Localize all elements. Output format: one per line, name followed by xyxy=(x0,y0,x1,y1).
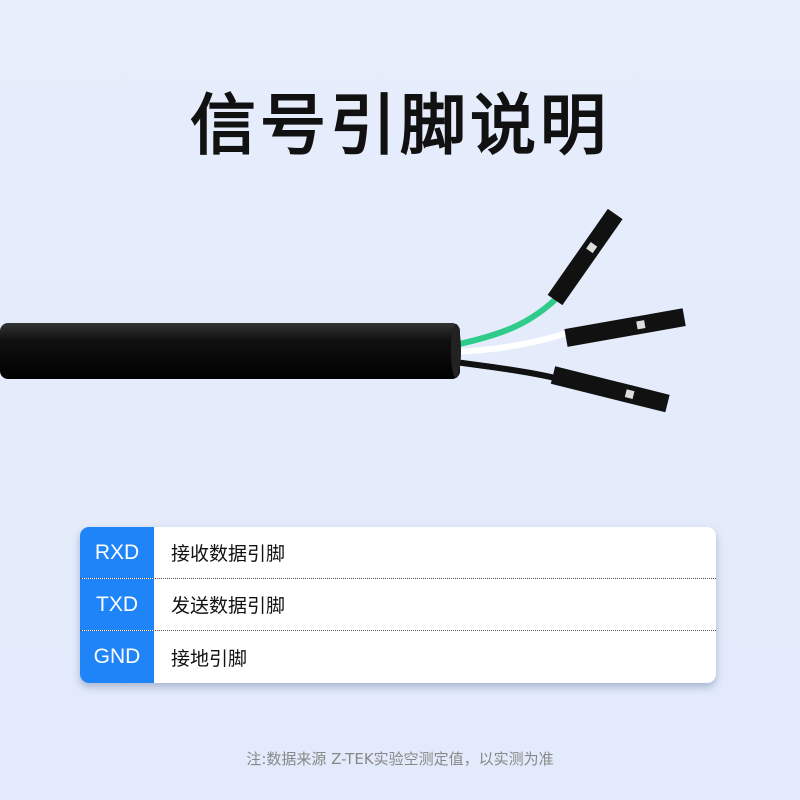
green-wire xyxy=(454,292,563,348)
footnote: 注:数据来源 Z-TEK实验空测定值，以实测为准 xyxy=(246,750,554,768)
white-wire xyxy=(454,329,571,355)
pin-name: RXD xyxy=(80,527,154,578)
connector-2 xyxy=(564,308,686,347)
table-row: GND 接地引脚 xyxy=(80,631,716,683)
pin-table: RXD 接收数据引脚 TXD 发送数据引脚 GND 接地引脚 xyxy=(80,527,716,683)
pin-description: 接地引脚 xyxy=(171,647,248,670)
table-row: TXD 发送数据引脚 xyxy=(80,579,716,631)
black-wire xyxy=(454,359,556,381)
pin-description: 发送数据引脚 xyxy=(171,595,286,617)
page-title: 信号引脚说明 xyxy=(190,87,610,164)
connector-3 xyxy=(550,366,670,413)
pin-description: 接收数据引脚 xyxy=(171,543,286,565)
cable-jacket xyxy=(0,323,460,379)
pin-name: TXD xyxy=(80,579,154,630)
table-row: RXD 接收数据引脚 xyxy=(80,527,716,579)
cable-image xyxy=(0,208,686,413)
connector-2-pin xyxy=(636,320,646,330)
cable-end xyxy=(451,324,461,378)
connector-1 xyxy=(547,208,623,306)
connector-3-pin xyxy=(624,389,635,399)
pin-name: GND xyxy=(80,631,154,683)
connector-1-pin xyxy=(586,242,598,254)
